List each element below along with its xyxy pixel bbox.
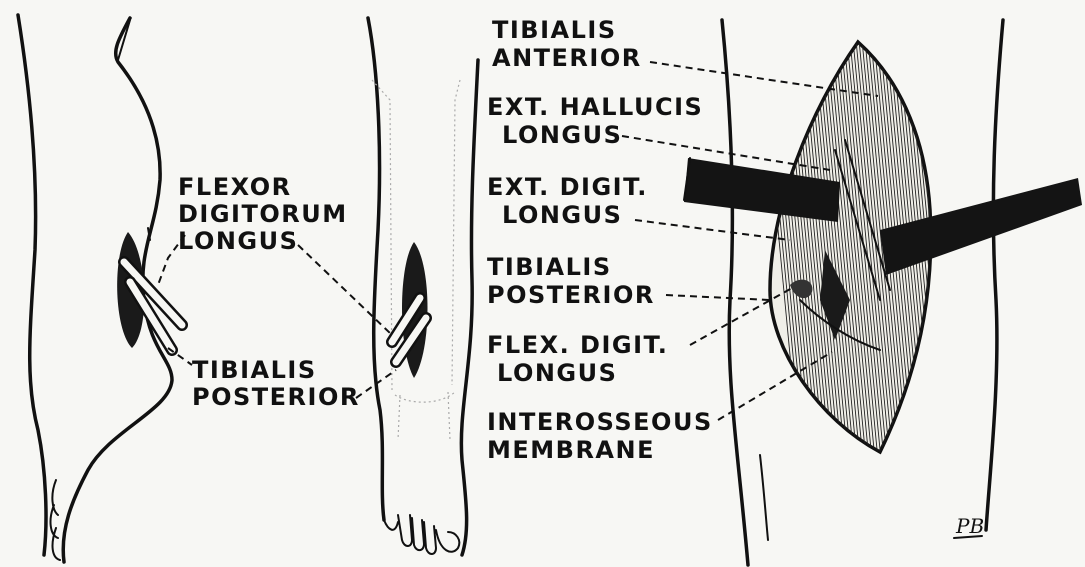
leg-medial-view bbox=[18, 15, 192, 562]
mid-toes bbox=[384, 515, 459, 554]
label-interosseous-membrane: INTEROSSEOUS MEMBRANE bbox=[487, 408, 723, 464]
leg-mid-outline-right bbox=[461, 60, 478, 555]
right-leg-outline-left bbox=[722, 20, 748, 565]
label-flexor-digitorum-longus: FLEXOR DIGITORUM LONGUS bbox=[178, 173, 357, 255]
label-tibialis-posterior-right: TIBIALIS POSTERIOR bbox=[487, 253, 655, 309]
artist-signature: PB bbox=[955, 514, 984, 538]
toes bbox=[51, 480, 60, 560]
label-flex-digit-longus: FLEX. DIGIT. LONGUS bbox=[487, 331, 678, 387]
leg-mid-outline-left bbox=[368, 18, 384, 520]
leader-ext-digit bbox=[635, 220, 790, 240]
label-tibialis-posterior-left: TIBIALIS POSTERIOR bbox=[192, 356, 360, 411]
leg-outline-posterior bbox=[18, 15, 46, 555]
label-ext-hallucis-longus: EXT. HALLUCIS LONGUS bbox=[487, 93, 713, 149]
label-ext-digit-longus: EXT. DIGIT. LONGUS bbox=[487, 173, 658, 229]
leader-tibialis-posterior-right bbox=[666, 295, 770, 300]
label-tibialis-anterior: TIBIALIS ANTERIOR bbox=[492, 16, 642, 72]
leader-tibialis-left bbox=[168, 348, 192, 365]
leg-posterior-view bbox=[298, 18, 478, 555]
right-leg-outline-right bbox=[986, 20, 1003, 530]
skin-crease bbox=[760, 455, 768, 540]
